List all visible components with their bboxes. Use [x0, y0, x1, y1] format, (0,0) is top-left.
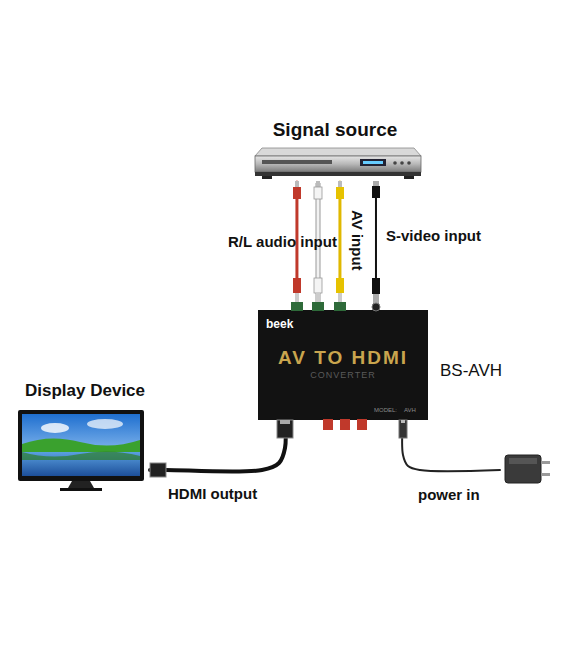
cable-label: HDMI output [168, 486, 257, 503]
rca-plug [293, 181, 344, 199]
signal-source: Signal source [258, 120, 428, 182]
model-value: AVH [404, 407, 416, 414]
cable-connector [338, 182, 341, 310]
cable-label: R/L audio input [228, 234, 337, 251]
model-name: BS-AVH [440, 362, 502, 381]
cable-connector [150, 420, 286, 472]
front-jack [323, 419, 367, 430]
power-adapter-node: power in [500, 450, 550, 505]
power-barrel [399, 420, 407, 438]
s-video-plug [372, 278, 380, 304]
dvd-player [255, 148, 421, 179]
converter-box: beekAV TO HDMICONVERTERMODEL:AVHBS-AVH [258, 310, 428, 420]
node-heading: power in [418, 487, 480, 504]
product-title: AV TO HDMI [258, 348, 428, 369]
node-heading: Display Device [25, 382, 145, 401]
product-subtitle: CONVERTER [258, 371, 428, 381]
node-heading: Signal source [250, 120, 420, 141]
display-device: Display Device [18, 382, 150, 492]
cable-connector [402, 420, 500, 471]
s-video-plug [372, 181, 380, 198]
model-label: MODEL: [374, 407, 397, 414]
cable-label: S-video input [386, 228, 481, 245]
brand-name: beek [266, 318, 293, 331]
power-adapter [505, 455, 550, 483]
rca-plug [293, 278, 344, 302]
hdmi-plug [150, 420, 293, 477]
monitor [18, 410, 144, 491]
cable-label: AV input [349, 210, 366, 271]
cable-connector [375, 182, 377, 310]
cable-connector [295, 182, 298, 310]
